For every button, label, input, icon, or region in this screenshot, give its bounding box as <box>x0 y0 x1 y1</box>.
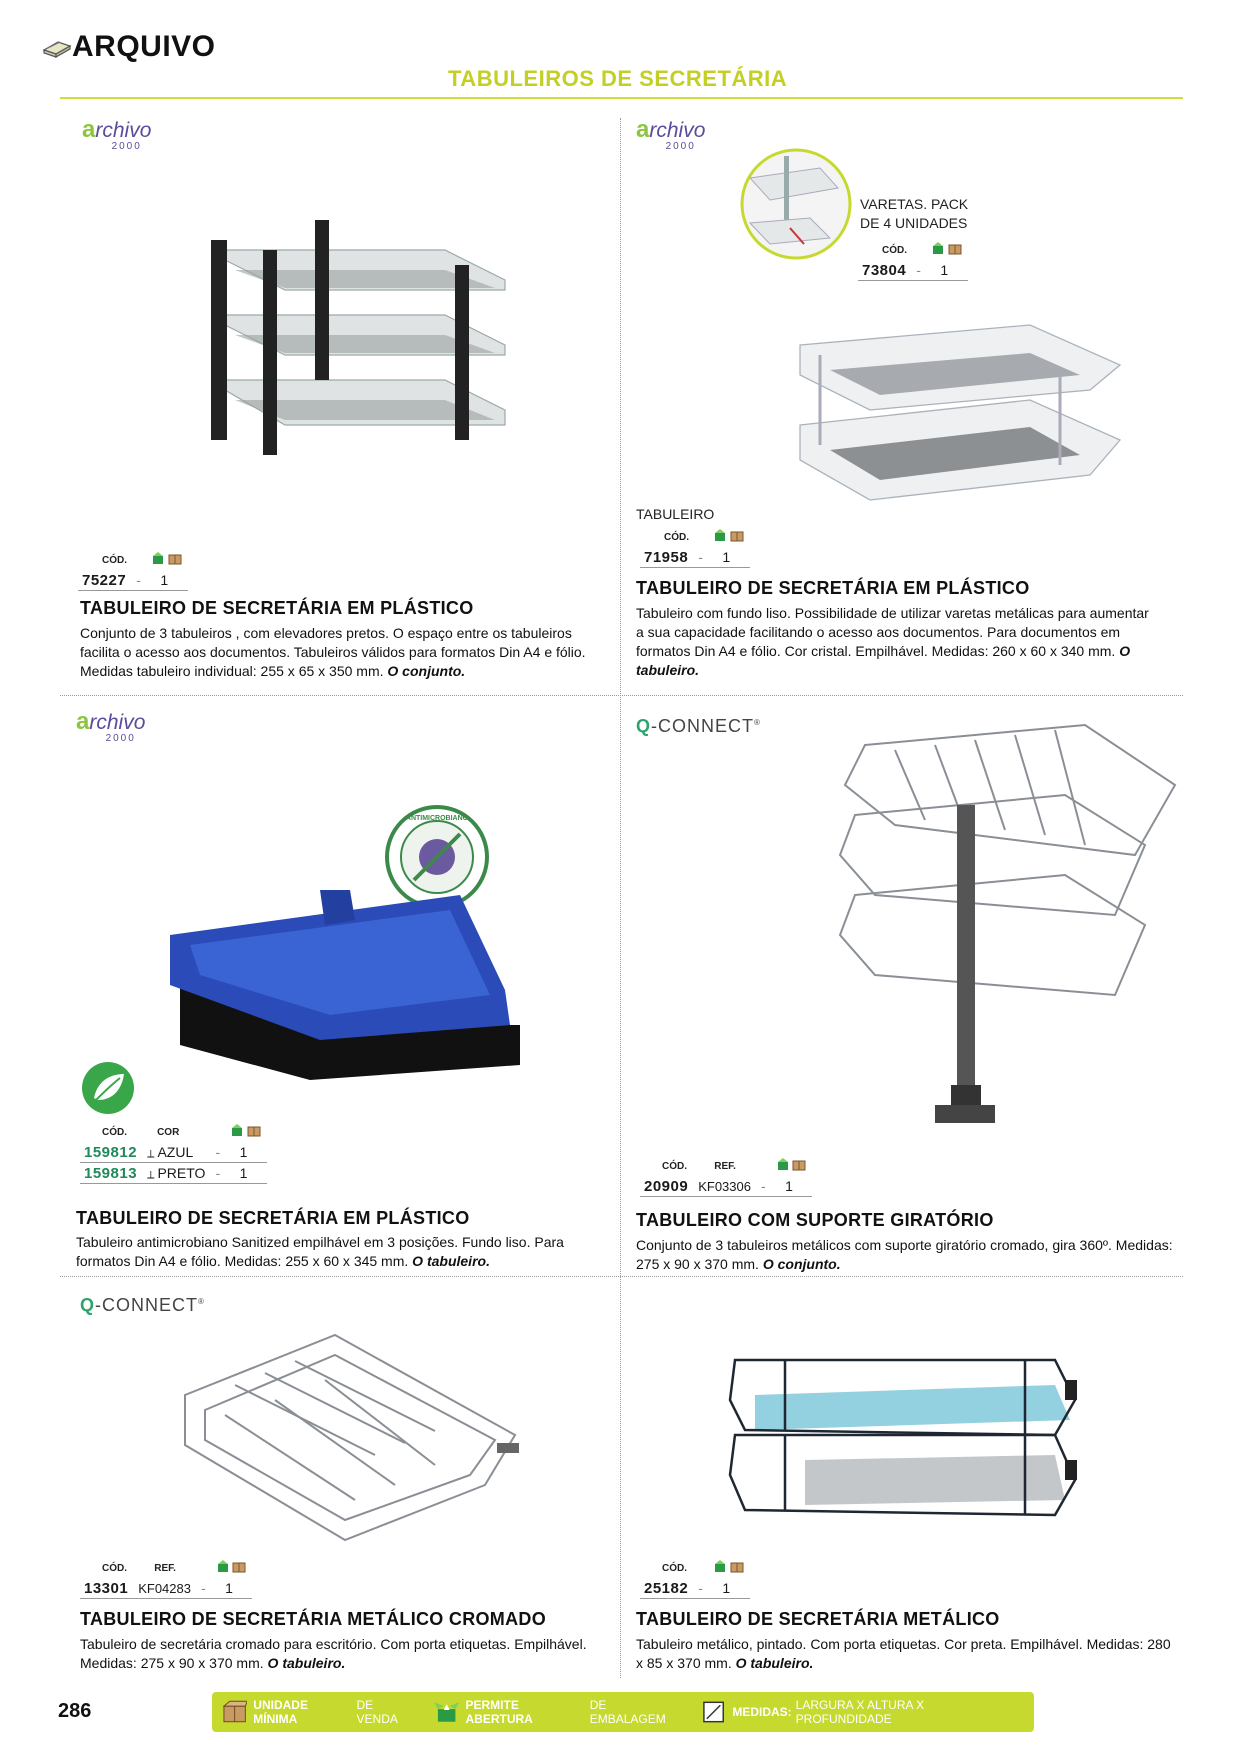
product-title: TABULEIRO DE SECRETÁRIA METÁLICO CROMADO <box>80 1609 546 1629</box>
product-image-stacked-trays <box>211 220 506 455</box>
table-row: 159813 ⟂ PRETO - 1 <box>80 1162 267 1184</box>
row-divider <box>60 1276 1183 1277</box>
open-package-icon <box>777 1158 788 1170</box>
min-unit-box-icon <box>730 1562 744 1573</box>
eco-leaf-icon <box>82 1062 134 1114</box>
svg-text:ANTIMICROBIANO: ANTIMICROBIANO <box>406 815 469 822</box>
product-table: CÓD.REF. 13301 KF04283 - 1 <box>80 1558 253 1599</box>
table-row: 159812 ⟂ AZUL - 1 <box>80 1142 267 1163</box>
open-package-icon <box>714 529 725 541</box>
title-rule <box>60 97 1183 99</box>
table-row: 13301 KF04283 - 1 <box>80 1578 253 1599</box>
archive-icon <box>42 41 72 58</box>
column-divider <box>620 118 621 1678</box>
open-package-icon <box>232 1124 243 1136</box>
legend-item-measures: MEDIDAS:LARGURA X ALTURA X PROFUNDIDADE <box>701 1698 1016 1726</box>
product-table: CÓD.REF. 20909 KF03306 - 1 <box>640 1156 813 1197</box>
product-table: CÓD. 75227 - 1 <box>78 550 188 591</box>
product-description: Tabuleiro de secretária cromado para esc… <box>80 1636 587 1671</box>
page-number: 286 <box>58 1700 92 1722</box>
product-title: TABULEIRO COM SUPORTE GIRATÓRIO <box>636 1210 994 1230</box>
open-package-icon <box>152 552 163 564</box>
min-unit-box-icon <box>948 244 962 255</box>
open-package-icon <box>434 1702 460 1722</box>
accessory-table: CÓD. 73804 - 1 <box>858 240 968 281</box>
product-image-chrome-wire-tray <box>184 1333 519 1542</box>
color-marker-icon: ⟂ <box>147 1147 158 1160</box>
accessory-rods-image <box>740 148 852 260</box>
table-row: 20909 KF03306 - 1 <box>640 1176 813 1197</box>
product-title: TABULEIRO DE SECRETÁRIA METÁLICO <box>636 1609 1000 1629</box>
product-description: Conjunto de 3 tabuleiros , com elevadore… <box>80 625 586 679</box>
table-row: 25182 - 1 <box>640 1578 750 1599</box>
min-unit-box-icon <box>730 531 744 542</box>
brand-logo-archivo: archivo 2000 <box>82 116 152 152</box>
color-marker-icon: ⟂ <box>147 1168 158 1181</box>
table-row: 73804 - 1 <box>858 260 968 281</box>
table-row: 75227 - 1 <box>78 570 188 591</box>
product-description: Tabuleiro metálico, pintado. Com porta e… <box>636 1636 1171 1671</box>
min-unit-box-icon <box>792 1160 806 1171</box>
product-table: CÓD. 25182 - 1 <box>640 1558 750 1599</box>
product-title: TABULEIRO DE SECRETÁRIA EM PLÁSTICO <box>76 1208 470 1228</box>
brand-logo-qconnect: Q-CONNECT® <box>636 716 761 736</box>
table-row: 71958 - 1 <box>640 547 750 568</box>
brand-logo-archivo: archivo 2000 <box>636 116 706 152</box>
page-title: TABULEIROS DE SECRETÁRIA <box>448 66 788 91</box>
section-header: ARQUIVO <box>42 30 216 64</box>
product-description: Tabuleiro antimicrobiano Sanitized empil… <box>76 1234 564 1269</box>
min-unit-box-icon <box>168 554 182 565</box>
product-table: CÓD.COR 159812 ⟂ AZUL - 1 159813 ⟂ PRETO… <box>80 1122 267 1184</box>
brand-logo-archivo: archivo 2000 <box>76 708 146 744</box>
product-sub-label: TABULEIRO <box>636 506 715 522</box>
section-title: ARQUIVO <box>72 30 216 63</box>
dimensions-icon <box>703 1701 725 1723</box>
row-divider <box>60 695 1183 696</box>
accessory-label: VARETAS. PACK DE 4 UNIDADES <box>860 196 969 231</box>
open-package-icon <box>714 1560 725 1572</box>
product-table: CÓD. 71958 - 1 <box>640 527 750 568</box>
open-package-icon <box>932 242 943 254</box>
product-image-black-metal-trays <box>728 1358 1077 1517</box>
open-package-icon <box>217 1560 228 1572</box>
product-image-blue-tray <box>170 890 520 1080</box>
product-description: Tabuleiro com fundo liso. Possibilidade … <box>636 605 1149 678</box>
min-unit-box-icon <box>222 1700 248 1723</box>
product-image-rotating-wire-trays <box>838 723 1177 1123</box>
brand-logo-qconnect: Q-CONNECT® <box>80 1295 205 1315</box>
product-image-crystal-trays <box>799 324 1122 501</box>
min-unit-box-icon <box>247 1126 261 1137</box>
product-title: TABULEIRO DE SECRETÁRIA EM PLÁSTICO <box>80 598 474 618</box>
product-description: Conjunto de 3 tabuleiros metálicos com s… <box>636 1237 1173 1272</box>
product-title: TABULEIRO DE SECRETÁRIA EM PLÁSTICO <box>636 578 1030 598</box>
min-unit-box-icon <box>232 1562 246 1573</box>
